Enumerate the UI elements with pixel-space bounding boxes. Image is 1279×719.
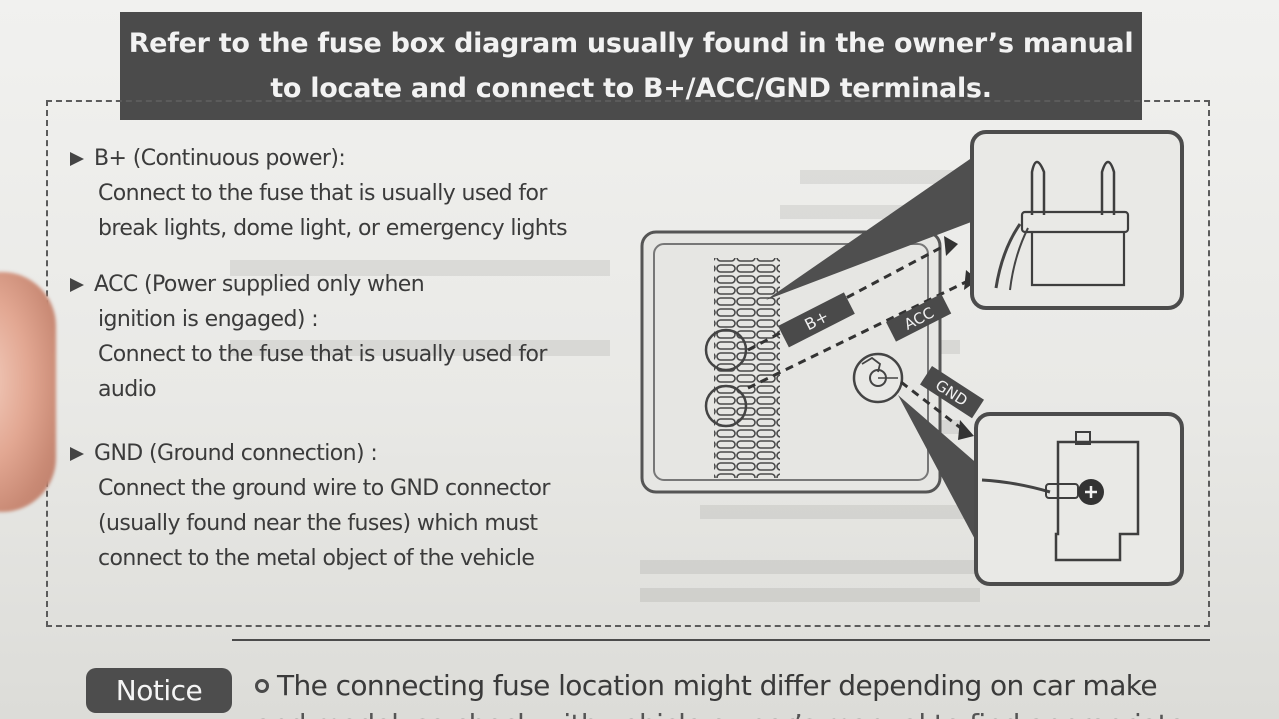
gnd-desc-line-2: (usually found near the fuses) which mus…	[98, 511, 538, 536]
zoom-wedge-bottom	[898, 395, 996, 560]
banner-line-2: to locate and connect to B+/ACC/GND term…	[270, 73, 992, 104]
notice-text-cut: and model, so check with vehicle owner’s…	[255, 708, 1215, 719]
divider-line	[232, 639, 1210, 641]
instruction-banner: Refer to the fuse box diagram usually fo…	[120, 12, 1142, 120]
gnd-title: GND (Ground connection) :	[94, 441, 378, 466]
triangle-bullet-icon	[70, 152, 84, 166]
gnd-desc-line-1: Connect the ground wire to GND connector	[98, 476, 550, 501]
leader-lines	[747, 244, 971, 434]
notice-badge: Notice	[86, 668, 232, 713]
fuse-box-icon	[640, 230, 942, 494]
notice-text-line: The connecting fuse location might diffe…	[277, 669, 1158, 702]
acc-section: ACC (Power supplied only when ignition i…	[70, 268, 630, 407]
acc-title: ACC (Power supplied only when	[94, 272, 425, 297]
triangle-bullet-icon	[70, 447, 84, 461]
circle-bullet-icon	[255, 679, 269, 693]
bplus-section: B+ (Continuous power): Connect to the fu…	[70, 142, 630, 246]
fuse-tap-icon	[970, 130, 1184, 310]
bplus-desc-line-1: Connect to the fuse that is usually used…	[98, 181, 547, 206]
finger-thumb	[0, 272, 56, 512]
arrow-head-icon	[944, 236, 958, 256]
bplus-desc-line-2: break lights, dome light, or emergency l…	[98, 216, 568, 241]
arrow-head-icon	[958, 420, 974, 440]
banner-line-1: Refer to the fuse box diagram usually fo…	[128, 28, 1134, 59]
acc-desc-line-2: audio	[98, 377, 157, 402]
triangle-bullet-icon	[70, 278, 84, 292]
bplus-title: B+ (Continuous power):	[94, 146, 346, 171]
ground-bolt-detail	[974, 412, 1184, 586]
gnd-section: GND (Ground connection) : Connect the gr…	[70, 437, 630, 576]
gnd-desc-line-3: connect to the metal object of the vehic…	[98, 546, 535, 571]
ground-terminal-icon	[852, 352, 904, 404]
acc-desc-line-1: Connect to the fuse that is usually used…	[98, 342, 547, 367]
notice-text: The connecting fuse location might diffe…	[255, 664, 1215, 708]
fuse-box-diagram: B+ ACC GND	[640, 130, 1184, 586]
zoom-wedge-top	[766, 148, 1008, 300]
acc-title-cont: ignition is engaged) :	[98, 307, 319, 332]
